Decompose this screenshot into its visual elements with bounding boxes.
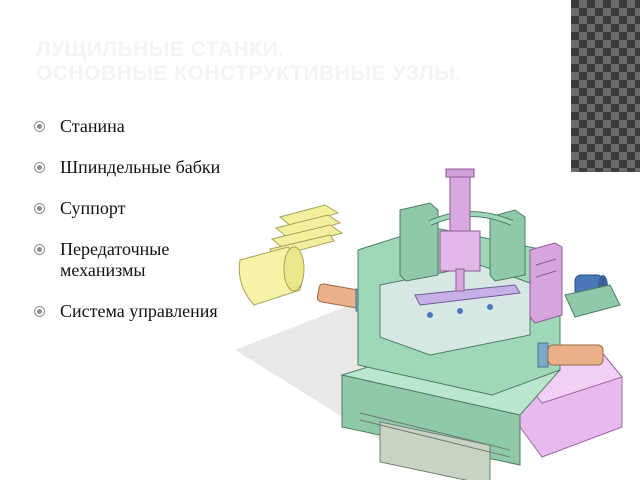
- bullet-item: Система управления: [34, 301, 234, 322]
- bullet-label: Станина: [60, 116, 125, 136]
- bullet-ring-icon: [34, 203, 45, 214]
- bullet-label: Система управления: [60, 301, 218, 321]
- title-line-2: ОСНОВНЫЕ КОНСТРУКТИВНЫЕ УЗЛЫ.: [36, 62, 462, 85]
- bullet-label: Передаточные механизмы: [60, 239, 170, 280]
- corner-decoration: [571, 0, 640, 172]
- bullet-ring-icon: [34, 244, 45, 255]
- title-line-1: ЛУЩИЛЬНЫЕ СТАНКИ.: [36, 38, 285, 61]
- bullet-item: Передаточные механизмы: [34, 239, 234, 281]
- bullet-ring-icon: [34, 306, 45, 317]
- bullet-item: Станина: [34, 116, 234, 137]
- veneer-sheets: [238, 204, 344, 306]
- bullet-ring-icon: [34, 121, 45, 132]
- bullet-list: Станина Шпиндельные бабки Суппорт Переда…: [34, 116, 234, 342]
- bullet-label: Шпиндельные бабки: [60, 157, 221, 177]
- right-spindle: [537, 342, 604, 368]
- bullet-label: Суппорт: [60, 198, 126, 218]
- bullet-item: Шпиндельные бабки: [34, 157, 234, 178]
- slide-title: ЛУЩИЛЬНЫЕ СТАНКИ. ОСНОВНЫЕ КОНСТРУКТИВНЫ…: [36, 38, 576, 86]
- bullet-item: Суппорт: [34, 198, 234, 219]
- control-cabinet: [529, 242, 563, 324]
- peeling-machine-illustration: [235, 168, 623, 480]
- bullet-ring-icon: [34, 162, 45, 173]
- knife-bar: [414, 284, 521, 318]
- pressure-column: [439, 168, 481, 292]
- motor: [564, 274, 621, 318]
